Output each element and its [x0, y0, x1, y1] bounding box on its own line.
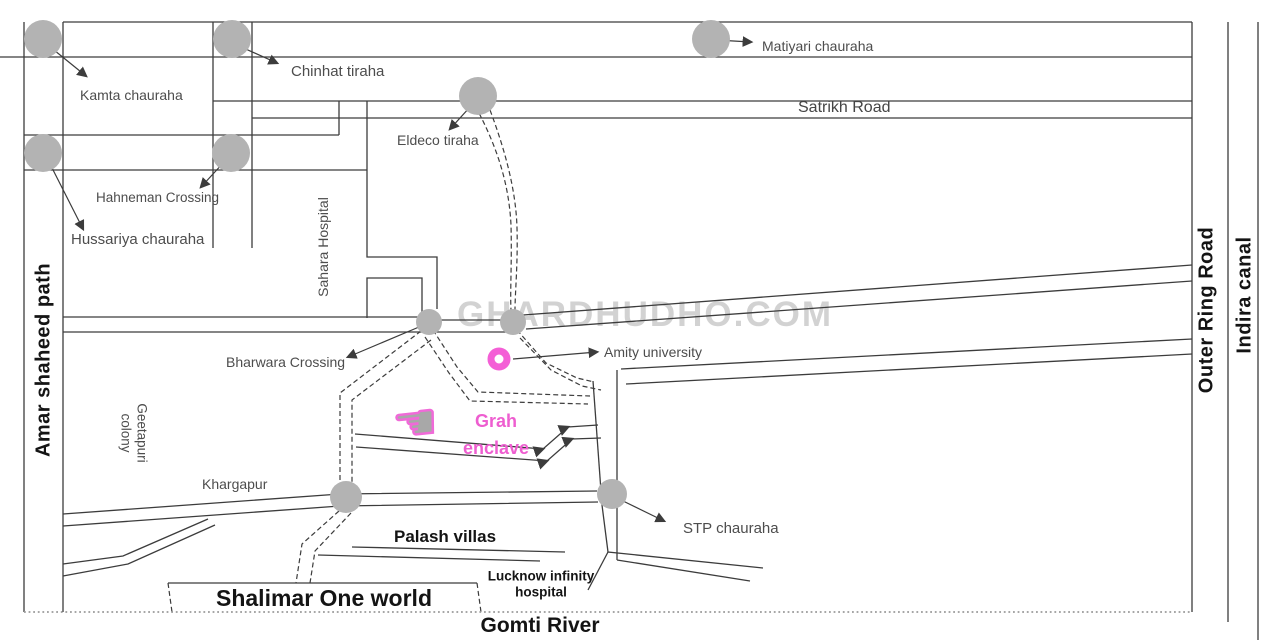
label-amar-shaheed-path: Amar shaheed path	[32, 262, 55, 458]
junction-marker-hahneman	[212, 134, 250, 172]
label-grah-enclave: Grah enclave	[463, 408, 529, 462]
route-dashed-lines	[167, 109, 602, 613]
junction-markers	[24, 20, 730, 513]
label-hussariya-chauraha: Hussariya chauraha	[71, 231, 205, 248]
label-chinhat-tiraha: Chinhat tiraha	[291, 63, 385, 80]
label-grah-line2: enclave	[462, 438, 530, 458]
label-stp-chauraha: STP chauraha	[683, 520, 779, 537]
junction-marker-stp	[597, 479, 627, 509]
destination-ring-icon	[487, 347, 511, 371]
label-bharwara-crossing: Bharwara Crossing	[226, 354, 346, 370]
road-network	[0, 21, 1259, 640]
junction-marker-bharwara	[416, 309, 442, 335]
label-hahneman-crossing: Hahneman Crossing	[96, 190, 220, 205]
label-outer-ring-road: Outer Ring Road	[1195, 226, 1218, 394]
label-geetapuri-line1: Geetapuri	[134, 403, 150, 463]
junction-marker-chinhat	[213, 20, 251, 58]
label-amity-university: Amity university	[604, 344, 703, 360]
label-lucknow-line2: hospital	[515, 584, 567, 599]
label-satrikh-road: Satrikh Road	[798, 99, 891, 116]
label-grah-line1: Grah	[474, 411, 517, 431]
label-geetapuri-colony: Geetapuri colony	[118, 403, 150, 463]
label-eldeco-tiraha: Eldeco tiraha	[397, 132, 479, 148]
label-geetapuri-line2: colony	[119, 413, 134, 453]
label-lucknow-infinity-hospital: Lucknow infinity hospital	[488, 568, 595, 599]
label-matiyari-chauraha: Matiyari chauraha	[762, 38, 874, 54]
label-gomti-river: Gomti River	[480, 613, 600, 637]
pointing-hand-icon: ☚	[389, 391, 442, 456]
label-khargapur: Khargapur	[202, 476, 268, 492]
junction-marker-kamta	[24, 20, 62, 58]
label-lucknow-line1: Lucknow infinity	[487, 568, 595, 584]
label-kamta-chauraha: Kamta chauraha	[80, 87, 183, 103]
label-palash-villas: Palash villas	[394, 527, 497, 546]
label-indira-canal: Indira canal	[1233, 236, 1256, 354]
junction-marker-matiyari	[692, 20, 730, 58]
label-shalimar-one-world: Shalimar One world	[216, 584, 432, 611]
junction-marker-eldeco	[459, 77, 497, 115]
junction-marker-amity-turn	[500, 309, 526, 335]
junction-marker-hussariya	[24, 134, 62, 172]
junction-marker-khargapur	[330, 481, 362, 513]
label-sahara-hospital: Sahara Hospital	[314, 197, 331, 297]
